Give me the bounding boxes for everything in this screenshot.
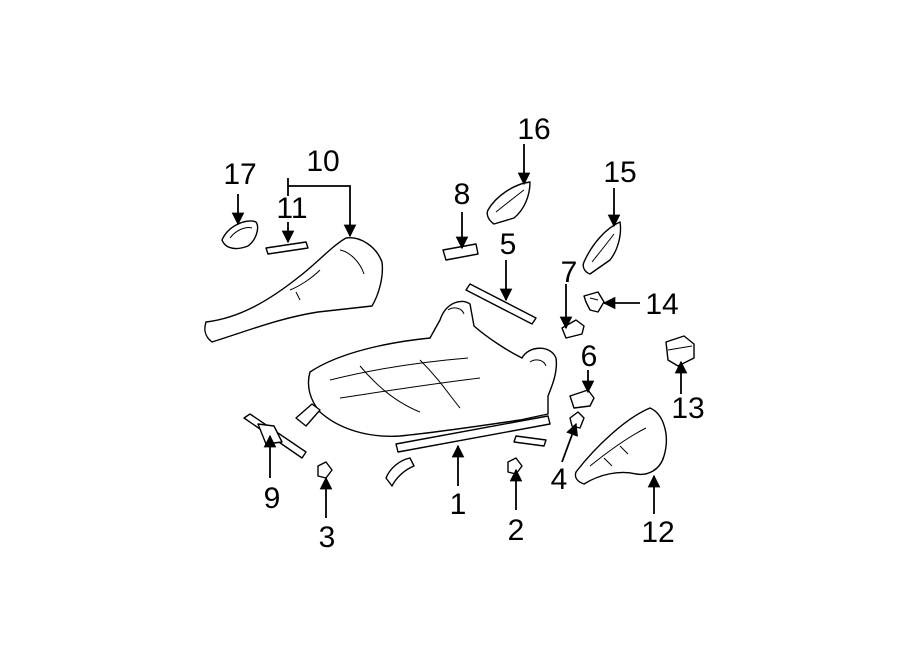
callout-4: 4 [551, 463, 568, 496]
part-13-latch-housing [665, 335, 695, 367]
part-15-cover [582, 221, 622, 275]
part-1-seat-frame [295, 300, 558, 487]
part-12-outer-shield [574, 407, 668, 485]
part-6-bracket [569, 389, 595, 409]
callout-12: 12 [641, 516, 674, 549]
part-5-rod [465, 283, 537, 325]
part-16-bracket [486, 181, 531, 225]
leader-10 [287, 178, 357, 238]
callout-16: 16 [517, 113, 550, 146]
part-4-nut [569, 411, 585, 429]
callout-17: 17 [223, 158, 256, 191]
part-9-spring [243, 413, 307, 459]
part-14-clip [583, 291, 605, 313]
callout-labels: 17 11 10 8 16 5 15 7 14 13 6 4 12 1 2 3 … [223, 113, 704, 554]
callout-15: 15 [603, 156, 636, 189]
leader-lines [231, 144, 688, 518]
callout-9: 9 [264, 482, 281, 515]
callout-6: 6 [581, 340, 598, 373]
leader-4 [561, 422, 578, 463]
part-17-knob-cover [221, 220, 259, 250]
callout-11: 11 [276, 192, 307, 225]
callout-3: 3 [319, 521, 336, 554]
part-7-block [561, 319, 585, 339]
part-3-clip [317, 461, 333, 479]
part-2-clip [507, 457, 523, 475]
callout-14: 14 [645, 288, 678, 321]
callout-13: 13 [671, 392, 704, 425]
callout-10: 10 [306, 145, 339, 178]
callout-2: 2 [508, 514, 525, 547]
part-8-sleeve [442, 243, 479, 261]
callout-5: 5 [500, 228, 517, 261]
part-10-side-shield [204, 237, 384, 343]
callout-1: 1 [450, 488, 467, 521]
callout-8: 8 [454, 178, 471, 211]
callout-7: 7 [561, 256, 578, 289]
part-11-trim-strip [265, 241, 309, 255]
